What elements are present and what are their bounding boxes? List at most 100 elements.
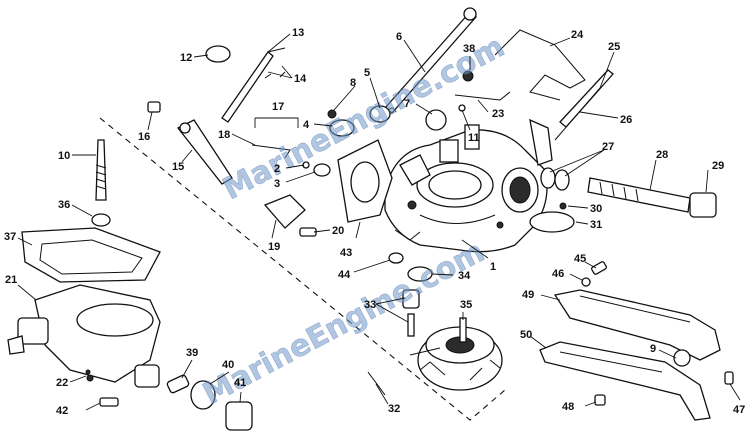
cam-bracket	[263, 194, 306, 229]
washer-3	[313, 163, 331, 177]
callout-42: 42	[56, 405, 68, 417]
callout-41: 41	[234, 377, 246, 389]
callout-24: 24	[571, 29, 584, 41]
drain-screw	[99, 397, 119, 407]
gasket-inner	[39, 239, 143, 275]
plug-38	[462, 70, 474, 82]
choke-shaft	[559, 69, 614, 128]
callout-40: 40	[222, 359, 234, 371]
callout-17: 17	[272, 101, 284, 113]
clips-14	[264, 71, 286, 79]
screw-47	[724, 371, 734, 385]
callout-45: 45	[574, 253, 586, 265]
callout-39: 39	[186, 347, 198, 359]
gasket-44	[388, 252, 404, 264]
choke-plate-disc	[425, 109, 447, 131]
needle-threads	[599, 181, 639, 202]
callout-30: 30	[590, 203, 602, 215]
lever-arm	[267, 47, 286, 53]
callout-36: 36	[58, 199, 70, 211]
ball-22	[85, 369, 91, 375]
packing-washer-b	[554, 169, 570, 191]
callout-49: 49	[522, 289, 534, 301]
callout-32: 32	[388, 403, 400, 415]
clip-23	[454, 91, 511, 101]
callout-23: 23	[492, 108, 504, 120]
callout-37: 37	[4, 231, 16, 243]
throttle-link	[494, 29, 586, 101]
callout-3: 3	[274, 178, 280, 190]
callout-13: 13	[292, 27, 304, 39]
float-bowl	[7, 284, 161, 388]
screw-45	[591, 261, 607, 275]
needle-valve	[587, 177, 691, 213]
float	[417, 326, 503, 391]
seat-washer	[91, 213, 111, 227]
float-needle	[95, 139, 107, 201]
callout-27: 27	[602, 141, 614, 153]
spring-12	[205, 45, 231, 63]
callout-44: 44	[338, 269, 351, 281]
callout-33: 33	[364, 299, 376, 311]
spring-coil	[369, 105, 391, 123]
leader-lines	[17, 33, 741, 411]
link-hole	[179, 122, 191, 134]
packing-nut	[689, 192, 717, 218]
screw-20	[299, 227, 317, 237]
float-pin	[459, 317, 467, 343]
callout-38: 38	[463, 43, 475, 55]
washer-40	[190, 380, 216, 410]
fitting-39	[166, 374, 190, 394]
callout-50: 50	[520, 329, 532, 341]
callout-2: 2	[274, 163, 280, 175]
gasket-bore	[350, 161, 380, 203]
valve-plate	[329, 119, 355, 137]
shaft-end	[463, 7, 477, 21]
pivot-9	[673, 349, 691, 367]
inlet-seat	[402, 289, 420, 309]
callout-48: 48	[562, 401, 574, 413]
callout-22: 22	[56, 377, 68, 389]
plate-screw	[559, 202, 567, 210]
callout-14: 14	[294, 73, 307, 85]
callout-15: 15	[172, 161, 184, 173]
callout-5: 5	[364, 67, 370, 79]
callout-18: 18	[218, 129, 230, 141]
pin-32	[367, 371, 386, 396]
callout-29: 29	[712, 160, 724, 172]
choke-link	[176, 119, 233, 185]
float-arm-bracket-49	[553, 289, 721, 361]
callout-10: 10	[58, 150, 70, 162]
float-arm	[409, 347, 441, 356]
throttle-plate	[529, 211, 575, 233]
callout-46: 46	[552, 268, 564, 280]
needle-threads	[95, 164, 107, 190]
callout-47: 47	[733, 404, 745, 416]
screw-16	[147, 101, 161, 113]
carburetor-body	[384, 118, 553, 253]
callout-8: 8	[350, 77, 356, 89]
callout-4: 4	[303, 119, 310, 131]
callout-11: 11	[468, 132, 480, 144]
washer-46	[581, 277, 591, 287]
screw-8	[327, 109, 337, 119]
callout-9: 9	[650, 343, 656, 355]
callout-35: 35	[460, 299, 472, 311]
callout-16: 16	[138, 131, 150, 143]
plug-41	[225, 401, 253, 431]
callout-numbers: 1 2 3 4 5 6 7 8 9 10 11 12 13 14 15 16 1…	[4, 27, 745, 417]
callout-26: 26	[620, 114, 632, 126]
callout-1: 1	[490, 261, 496, 273]
callout-28: 28	[656, 149, 668, 161]
callout-31: 31	[590, 219, 602, 231]
inlet-needle	[407, 313, 415, 337]
callout-43: 43	[340, 247, 352, 259]
choke-rod	[554, 87, 601, 141]
callout-6: 6	[396, 31, 402, 43]
screw-48	[594, 394, 606, 406]
link-wire	[251, 144, 291, 159]
bowl-gasket	[21, 227, 161, 283]
callout-19: 19	[268, 241, 280, 253]
assembly-guide-dashed-line	[99, 117, 506, 421]
